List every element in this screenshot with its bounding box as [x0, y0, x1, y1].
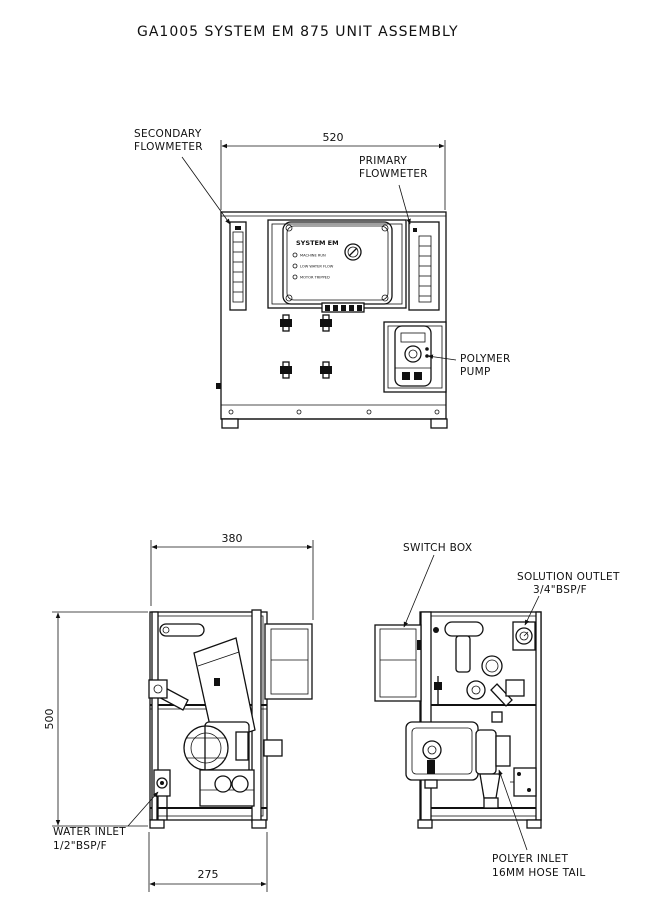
top-dimension: 380 [150, 532, 314, 620]
width-dimension: 520 [220, 131, 446, 210]
indicator-machine-run: MACHINE RUN [300, 254, 326, 258]
bottom-dimension: 275 [148, 832, 268, 892]
label-secondary-flowmeter-1: SECONDARY [134, 128, 202, 140]
left-side-view: 380 500 275 [43, 532, 314, 892]
label-primary-flowmeter-2: FLOWMETER [359, 168, 428, 180]
indicator-motor-tripped: MOTOR TRIPPED [300, 276, 330, 280]
label-solution-outlet-2: 3/4"BSP/F [533, 584, 587, 596]
height-dim-500: 500 [43, 709, 56, 730]
label-secondary-flowmeter-2: FLOWMETER [134, 141, 203, 153]
control-panel-name: SYSTEM EM [296, 239, 339, 247]
inclined-tank [193, 637, 256, 745]
front-view: 520 [134, 128, 511, 429]
label-switch-box: SWITCH BOX [403, 542, 472, 554]
label-solution-outlet-1: SOLUTION OUTLET [517, 571, 620, 583]
indicator-low-water-flow: LOW WATER FLOW [300, 265, 334, 269]
label-polyer-inlet-1: POLYER INLET [492, 853, 568, 865]
polyer-inlet [510, 767, 537, 797]
left-motor [183, 721, 250, 775]
control-panel: SYSTEM EM MACHINE RUN LOW WATER FLOW MOT… [267, 219, 407, 313]
front-valve [320, 314, 332, 332]
right-side-view: SWITCH BOX SOLUTION OUTLET 3/4"BSP/F POL… [374, 542, 620, 879]
drawing-title: GA1005 SYSTEM EM 875 UNIT ASSEMBLY [137, 24, 459, 40]
label-water-inlet-2: 1/2"BSP/F [53, 840, 107, 852]
primary-flowmeter [408, 221, 440, 311]
width-dim-520: 520 [323, 131, 344, 144]
solution-outlet [512, 621, 536, 651]
front-valve [320, 361, 332, 379]
label-polymer-pump-1: POLYMER [460, 353, 511, 365]
right-motor [405, 721, 511, 809]
height-dimension: 500 [43, 611, 148, 827]
front-valve [280, 314, 292, 332]
label-polyer-inlet-2: 16MM HOSE TAIL [492, 867, 586, 879]
top-dim-380: 380 [222, 532, 243, 545]
front-valve [280, 361, 292, 379]
water-inlet [153, 769, 171, 820]
front-foot-left [221, 418, 239, 429]
left-switch-box [264, 623, 313, 700]
label-polymer-pump-2: PUMP [460, 366, 491, 378]
secondary-flowmeter [229, 221, 247, 311]
bottom-dim-275: 275 [198, 868, 219, 881]
label-water-inlet-1: WATER INLET [53, 826, 126, 838]
left-frame [149, 611, 268, 821]
front-foot-right [430, 418, 448, 429]
switch-box [374, 624, 422, 702]
label-primary-flowmeter-1: PRIMARY [359, 155, 407, 167]
